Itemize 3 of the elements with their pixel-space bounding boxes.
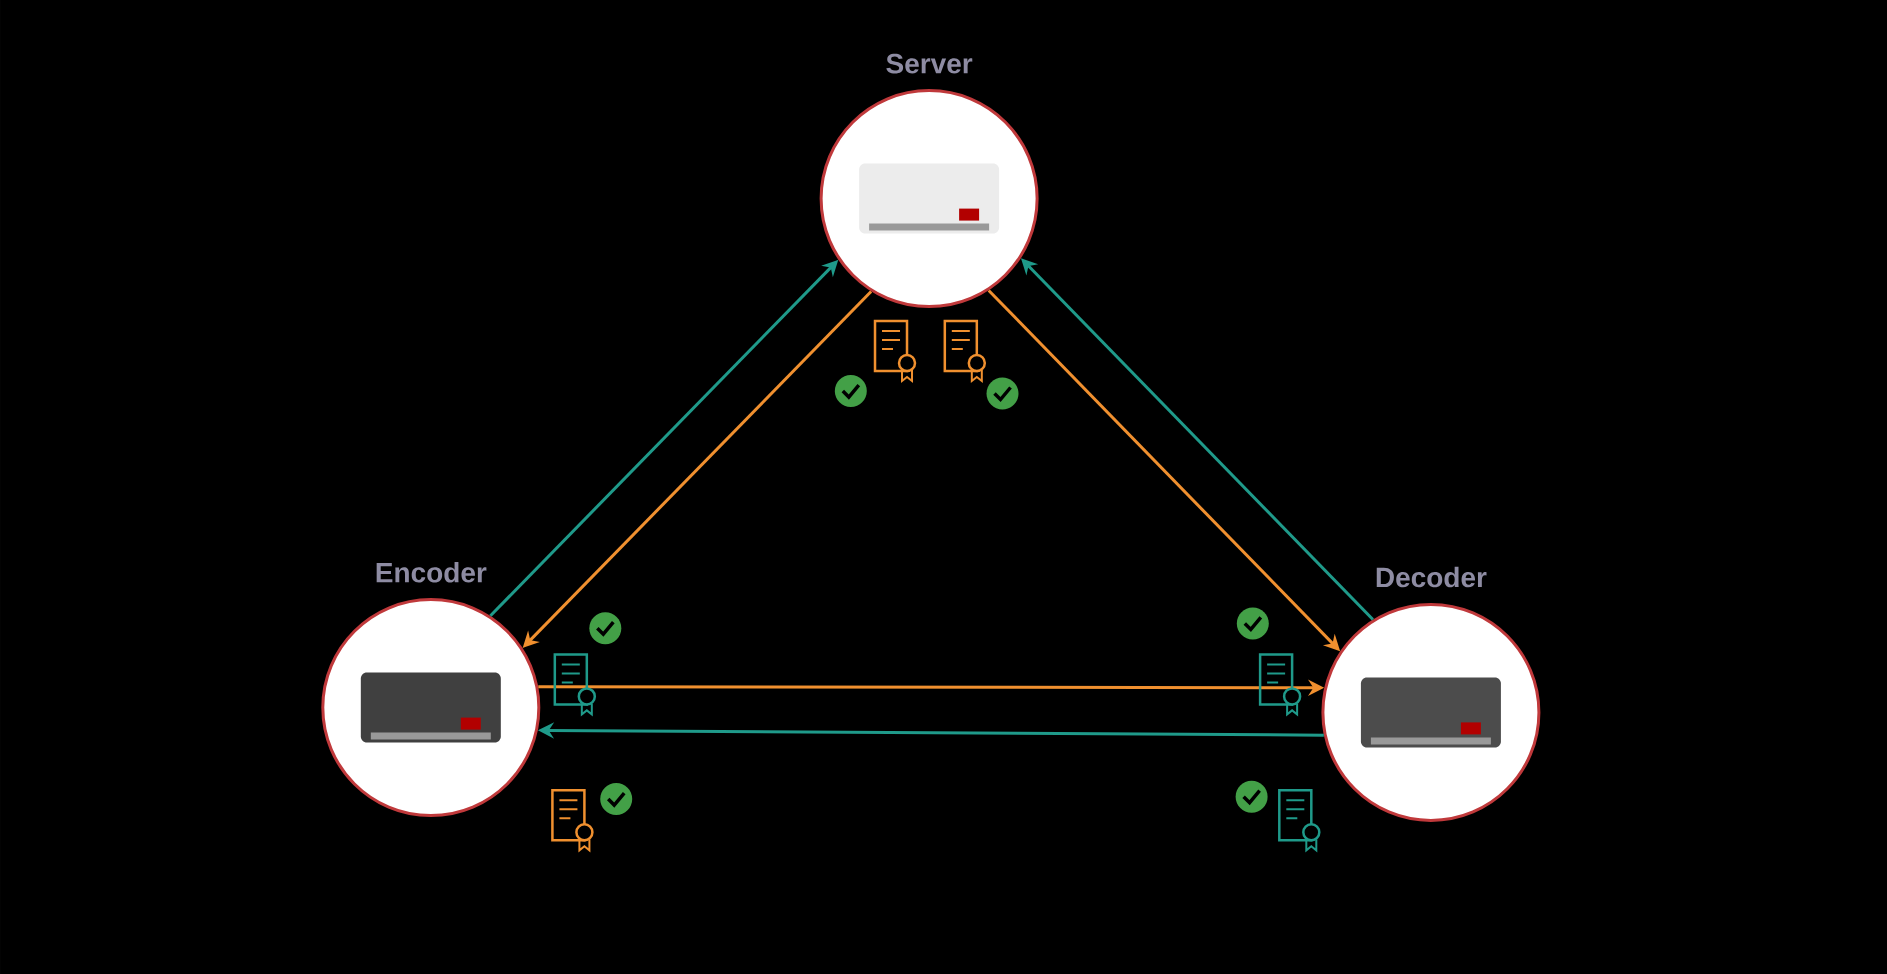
- node-label: Encoder: [376, 562, 487, 583]
- node-label: Decoder: [1376, 566, 1487, 588]
- node-label: Server: [886, 53, 973, 74]
